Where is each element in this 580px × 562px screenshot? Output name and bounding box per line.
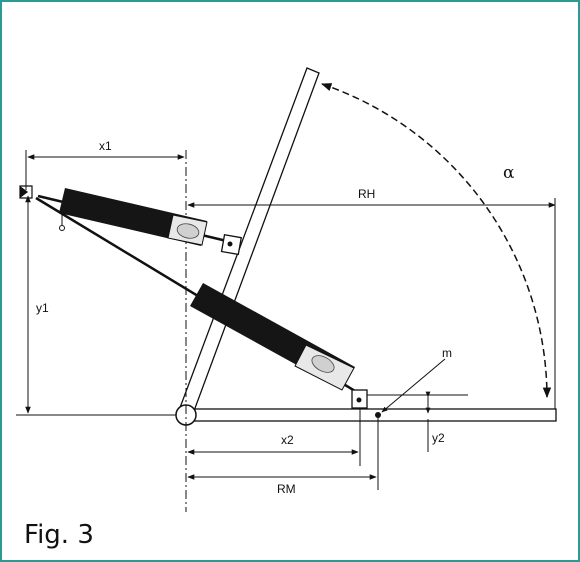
alpha-arc	[321, 83, 552, 399]
rh-label: RH	[358, 187, 375, 201]
y1-label: y1	[36, 301, 49, 315]
x2-label: x2	[281, 433, 294, 447]
upper-spring-gauge	[176, 223, 200, 239]
upper-gas-spring	[37, 188, 232, 246]
base-mount-pin	[356, 397, 362, 403]
m-leader-line	[381, 358, 446, 413]
x1-label: x1	[99, 139, 112, 153]
lid-mount-pin	[227, 241, 233, 247]
m-label: m	[442, 346, 452, 360]
y2-label: y2	[432, 431, 445, 445]
wall-pin	[59, 225, 65, 231]
rm-label: RM	[277, 482, 296, 496]
wall-bracket-arrow-icon	[20, 186, 28, 198]
alpha-label: α	[503, 163, 515, 183]
base-panel	[185, 408, 557, 422]
figure-caption: Fig. 3	[24, 520, 94, 550]
point-m-marker	[375, 412, 381, 418]
